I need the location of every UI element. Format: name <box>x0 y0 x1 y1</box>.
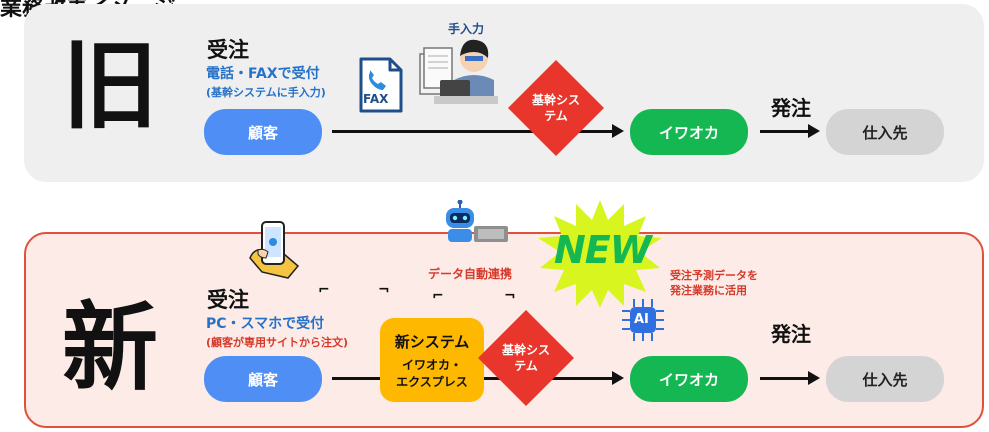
old-flow-arrowhead <box>612 124 624 138</box>
old-label: 旧 <box>62 30 158 142</box>
old-customer-node: 顧客 <box>204 109 322 155</box>
office-worker-icon <box>418 36 502 108</box>
motion-mark: ¬ <box>504 288 516 304</box>
new-order-method: PC・スマホで受付 <box>206 316 325 332</box>
new-label: 新 <box>62 292 158 404</box>
ai-chip-icon: AI <box>620 297 666 343</box>
new-supplier-node: 仕入先 <box>826 356 944 402</box>
old-flow-line <box>332 130 616 133</box>
ai-chip-label: AI <box>634 312 649 327</box>
new-burst-icon: NEW <box>536 198 664 310</box>
new-badge-label: NEW <box>554 228 652 272</box>
motion-mark: ¬ <box>378 282 390 298</box>
new-system-name-line-2: エクスプレス <box>396 374 468 389</box>
new-core-system-label-1: 基幹シス <box>501 342 550 357</box>
new-system-name-line-1: イワオカ・ <box>401 357 462 372</box>
new-flow-arrowhead <box>612 371 624 385</box>
old-order-heading: 受注 <box>207 38 249 62</box>
old-purchase-heading: 発注 <box>771 96 811 120</box>
old-purchase-arrowhead <box>808 124 820 138</box>
new-customer-node: 顧客 <box>204 356 322 402</box>
new-flow-panel <box>24 232 984 428</box>
old-company-node: イワオカ <box>630 109 748 155</box>
manual-input-label: 手入力 <box>448 22 485 36</box>
new-system-node: 新システム イワオカ・ エクスプレス <box>380 318 484 402</box>
motion-mark: ⌐ <box>318 282 330 298</box>
new-system-title: 新システム <box>394 332 470 351</box>
forecast-note-line-2: 発注業務に活用 <box>670 283 747 297</box>
new-order-heading: 受注 <box>207 288 249 312</box>
old-supplier-node: 仕入先 <box>826 109 944 155</box>
motion-mark: ⌐ <box>432 288 444 304</box>
new-order-note: (顧客が専用サイトから注文) <box>206 336 349 349</box>
new-company-node: イワオカ <box>630 356 748 402</box>
old-core-system-label-2: テム <box>544 109 568 123</box>
old-order-note: (基幹システムに手入力) <box>206 86 326 99</box>
fax-icon-label: FAX <box>363 92 389 106</box>
fax-icon: FAX <box>358 56 404 114</box>
new-core-system-node: 基幹シス テム <box>478 310 574 406</box>
old-flow-panel <box>24 4 984 182</box>
forecast-note: 受注予測データを 発注業務に活用 <box>670 269 758 299</box>
new-core-system-label-2: テム <box>514 359 538 373</box>
old-core-system-node: 基幹シス テム <box>508 60 604 156</box>
old-order-method: 電話・FAXで受付 <box>206 66 320 82</box>
robot-icon <box>438 199 516 244</box>
new-purchase-line <box>760 377 810 380</box>
data-sync-label: データ自動連携 <box>428 267 513 281</box>
smartphone-hand-icon <box>248 220 304 280</box>
old-purchase-line <box>760 130 810 133</box>
forecast-note-line-1: 受注予測データを <box>670 269 758 282</box>
new-purchase-arrowhead <box>808 371 820 385</box>
old-core-system-label-1: 基幹シス <box>531 92 580 107</box>
new-purchase-heading: 発注 <box>771 322 811 346</box>
